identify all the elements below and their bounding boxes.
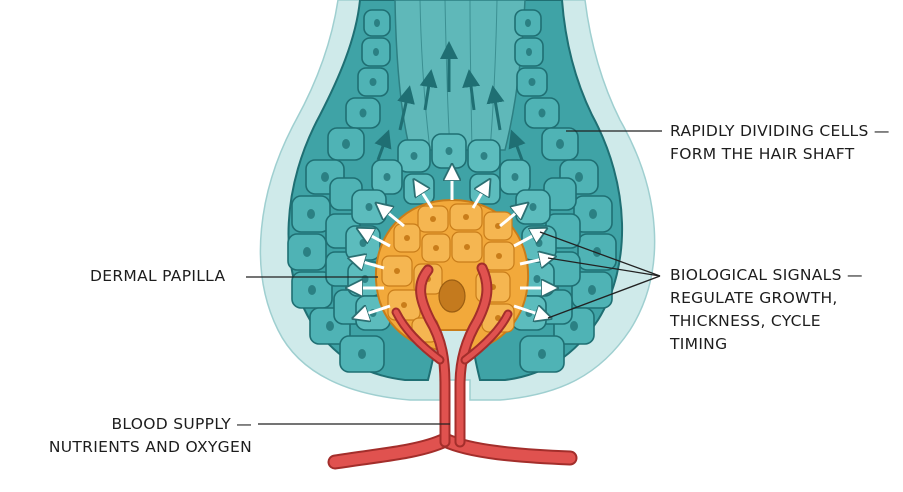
label-dermal-papilla-text: DERMAL PAPILLA bbox=[90, 267, 226, 285]
signal-arrows bbox=[354, 172, 550, 316]
leader-lines bbox=[246, 130, 662, 425]
label-rapid-cells: RAPIDLY DIVIDING CELLS — FORM THE HAIR S… bbox=[670, 120, 890, 166]
blood-vessels bbox=[327, 262, 578, 470]
label-blood-supply-line-1: BLOOD SUPPLY — bbox=[111, 415, 252, 433]
dermal-papilla bbox=[374, 198, 530, 352]
label-biological-signals: BIOLOGICAL SIGNALS — REGULATE GROWTH, TH… bbox=[670, 264, 863, 356]
label-signals-line-1: BIOLOGICAL SIGNALS — bbox=[670, 266, 863, 284]
label-signals-line-4: TIMING bbox=[670, 335, 728, 353]
label-blood-supply-line-2: NUTRIENTS AND OXYGEN bbox=[48, 438, 252, 456]
leader-signals-c bbox=[547, 275, 661, 319]
label-signals-line-3: THICKNESS, CYCLE bbox=[670, 312, 821, 330]
label-rapid-cells-line-1: RAPIDLY DIVIDING CELLS — bbox=[670, 122, 890, 140]
label-dermal-papilla: DERMAL PAPILLA bbox=[90, 265, 225, 288]
growth-arrows bbox=[374, 41, 526, 161]
leader-signals-b bbox=[547, 257, 661, 277]
leader-signals-a bbox=[539, 231, 661, 277]
hair-shaft bbox=[394, 0, 526, 151]
label-signals-line-2: REGULATE GROWTH, bbox=[670, 289, 838, 307]
label-blood-supply: BLOOD SUPPLY — NUTRIENTS AND OXYGEN bbox=[32, 413, 252, 459]
label-rapid-cells-line-2: FORM THE HAIR SHAFT bbox=[670, 145, 855, 163]
